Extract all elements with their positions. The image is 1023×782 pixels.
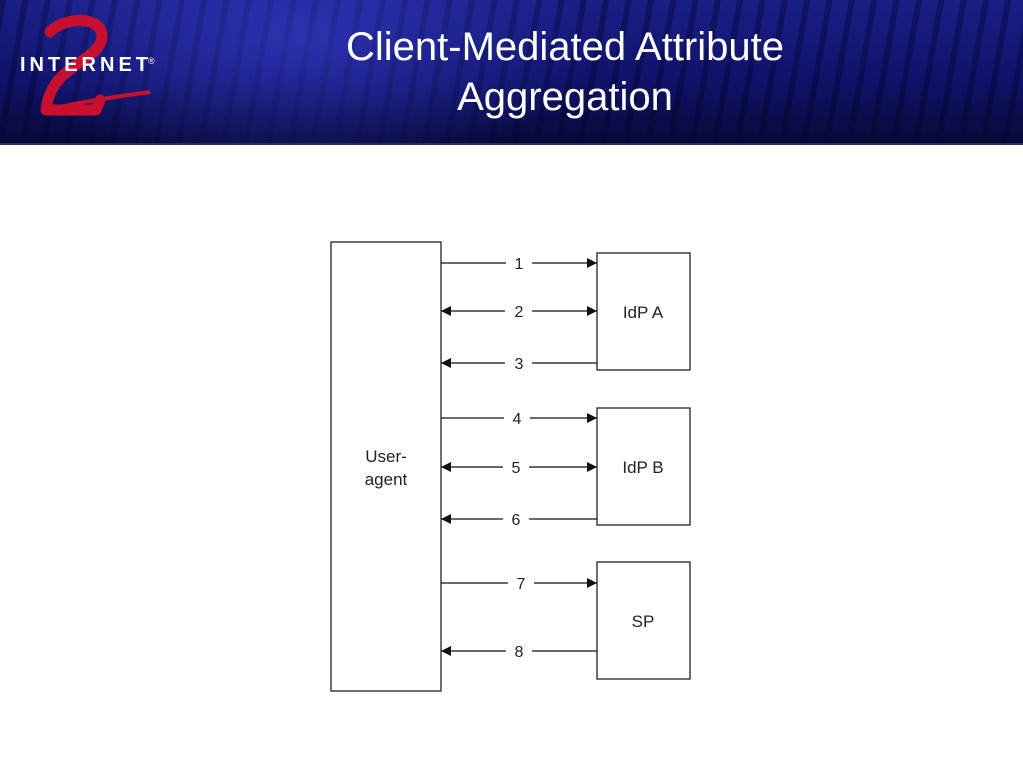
sp-label: SP	[632, 612, 655, 631]
message-3-label: 3	[515, 356, 524, 373]
idp-a-box	[596, 252, 691, 371]
slide-header: INTERNET ® Client-Mediated Attribute Agg…	[0, 0, 1023, 145]
message-6-label: 6	[512, 512, 521, 529]
idp-b-label: IdP B	[622, 458, 663, 477]
internet2-logo-mark	[40, 15, 151, 116]
message-4-label: 4	[513, 411, 522, 428]
logo-registered-mark: ®	[148, 56, 155, 66]
user-agent-box	[330, 241, 442, 692]
message-5-label: 5	[512, 460, 521, 477]
message-8-label: 8	[515, 644, 524, 661]
slide-title-line-2: Aggregation	[457, 75, 673, 119]
slide-title-line-1: Client-Mediated Attribute	[345, 25, 784, 69]
slide-title: Client-Mediated Attribute Aggregation	[270, 22, 860, 122]
logo-text: INTERNET	[20, 54, 152, 76]
internet2-logo: INTERNET ®	[10, 14, 160, 124]
message-1-label: 1	[515, 256, 524, 273]
user-agent-label-line-2: agent	[365, 470, 408, 489]
idp-a-label: IdP A	[623, 303, 664, 322]
user-agent-label-line-1: User-	[365, 447, 407, 466]
message-2-label: 2	[515, 304, 524, 321]
sp-box	[596, 561, 691, 680]
message-7-label: 7	[517, 576, 526, 593]
idp-b-box	[596, 407, 691, 526]
